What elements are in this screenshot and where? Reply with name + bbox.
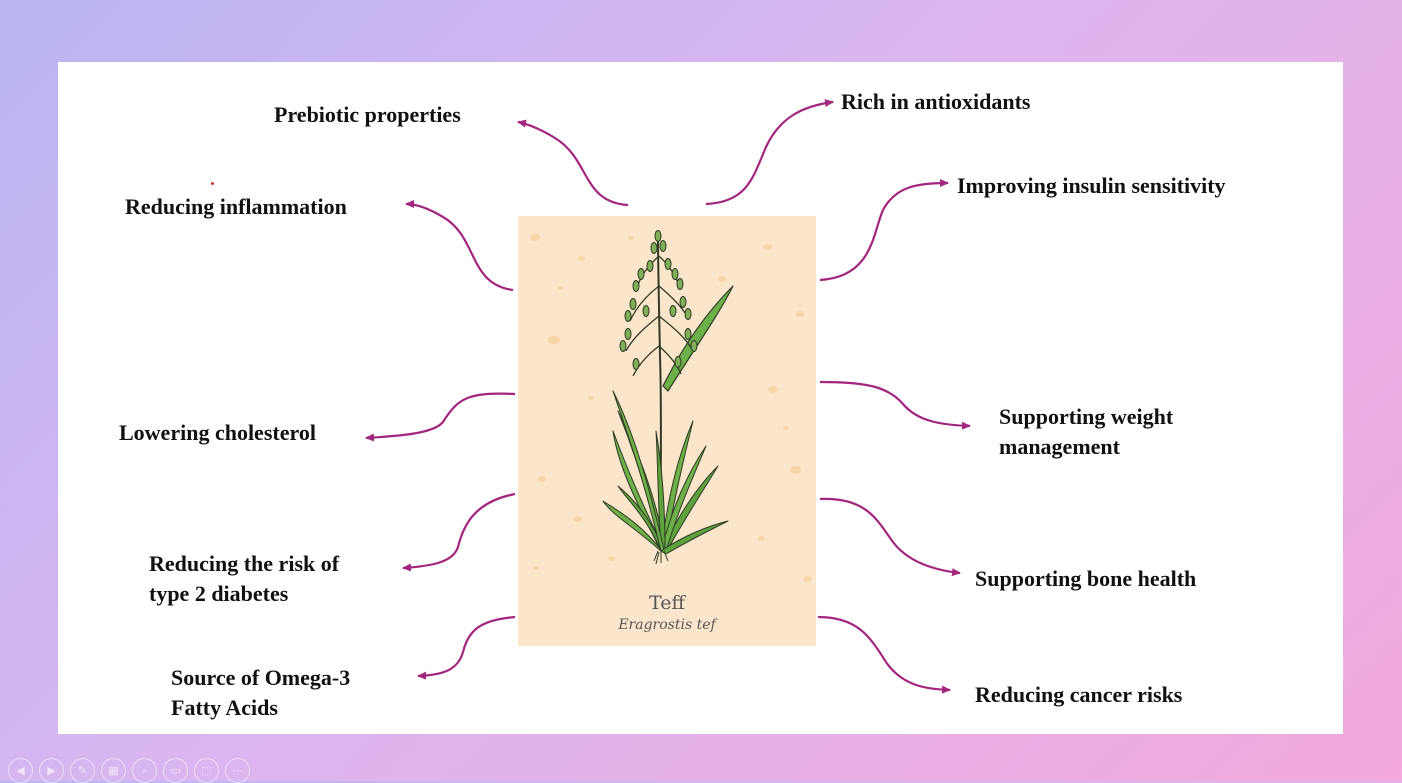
plant-spikelet — [655, 231, 661, 242]
plant-spikelet — [672, 269, 678, 280]
plant-spikelet — [680, 297, 686, 308]
zoom-icon[interactable]: ⌕ — [132, 758, 157, 783]
arrow-bone — [820, 499, 960, 573]
arrow-inflammation — [406, 204, 513, 290]
plant-spikelet — [630, 299, 636, 310]
plant-spikelet — [638, 269, 644, 280]
card-title: Teff — [518, 592, 816, 614]
benefit-omega3: Source of Omega-3 Fatty Acids — [171, 663, 350, 723]
previous-icon[interactable]: ◀ — [8, 758, 33, 783]
plant-spikelet — [633, 281, 639, 292]
plant-spikelet — [677, 279, 683, 290]
subtitles-icon[interactable]: ▭ — [163, 758, 188, 783]
teff-illustration-card: Teff Eragrostis tef — [518, 216, 816, 646]
pointer-icon[interactable]: ⬚ — [194, 758, 219, 783]
plant-spikelet — [670, 306, 676, 317]
plant-spikelet — [625, 329, 631, 340]
benefit-cancer: Reducing cancer risks — [975, 680, 1182, 710]
plant-spikelet — [647, 261, 653, 272]
plant-spikelet — [625, 311, 631, 322]
teff-plant-illustration — [518, 216, 816, 646]
arrow-cancer — [818, 617, 950, 690]
card-subtitle: Eragrostis tef — [518, 617, 816, 633]
plant-spikelet — [665, 259, 671, 270]
arrow-cholesterol — [366, 394, 515, 438]
plant-spikelet — [685, 309, 691, 320]
plant-upper-leaf — [663, 286, 733, 391]
pen-icon[interactable]: ✎ — [70, 758, 95, 783]
benefit-weight: Supporting weight management — [999, 402, 1173, 462]
slideshow-toolbar: ◀▶✎▦⌕▭⬚⋯ — [8, 758, 250, 783]
arrow-diabetes — [403, 494, 515, 568]
benefit-prebiotic: Prebiotic properties — [274, 100, 461, 130]
benefit-inflammation: Reducing inflammation — [125, 192, 347, 222]
benefit-antioxidants: Rich in antioxidants — [841, 87, 1031, 117]
benefit-diabetes: Reducing the risk of type 2 diabetes — [149, 549, 339, 609]
benefit-bone: Supporting bone health — [975, 564, 1196, 594]
arrow-insulin — [820, 183, 948, 280]
next-icon[interactable]: ▶ — [39, 758, 64, 783]
plant-spikelet — [660, 241, 666, 252]
plant-spikelet — [685, 329, 691, 340]
slides-icon[interactable]: ▦ — [101, 758, 126, 783]
arrow-omega3 — [418, 617, 515, 676]
benefit-cholesterol: Lowering cholesterol — [119, 418, 316, 448]
plant-spikelet — [675, 357, 681, 368]
arrow-prebiotic — [518, 122, 628, 205]
plant-spikelet — [651, 243, 657, 254]
plant-spikelet — [633, 359, 639, 370]
plant-spikelet — [620, 341, 626, 352]
plant-spikelet — [691, 341, 697, 352]
benefit-insulin: Improving insulin sensitivity — [957, 171, 1226, 201]
arrow-weight — [820, 382, 970, 426]
more-icon[interactable]: ⋯ — [225, 758, 250, 783]
plant-spikelet — [643, 306, 649, 317]
arrow-antioxidants — [706, 102, 833, 204]
